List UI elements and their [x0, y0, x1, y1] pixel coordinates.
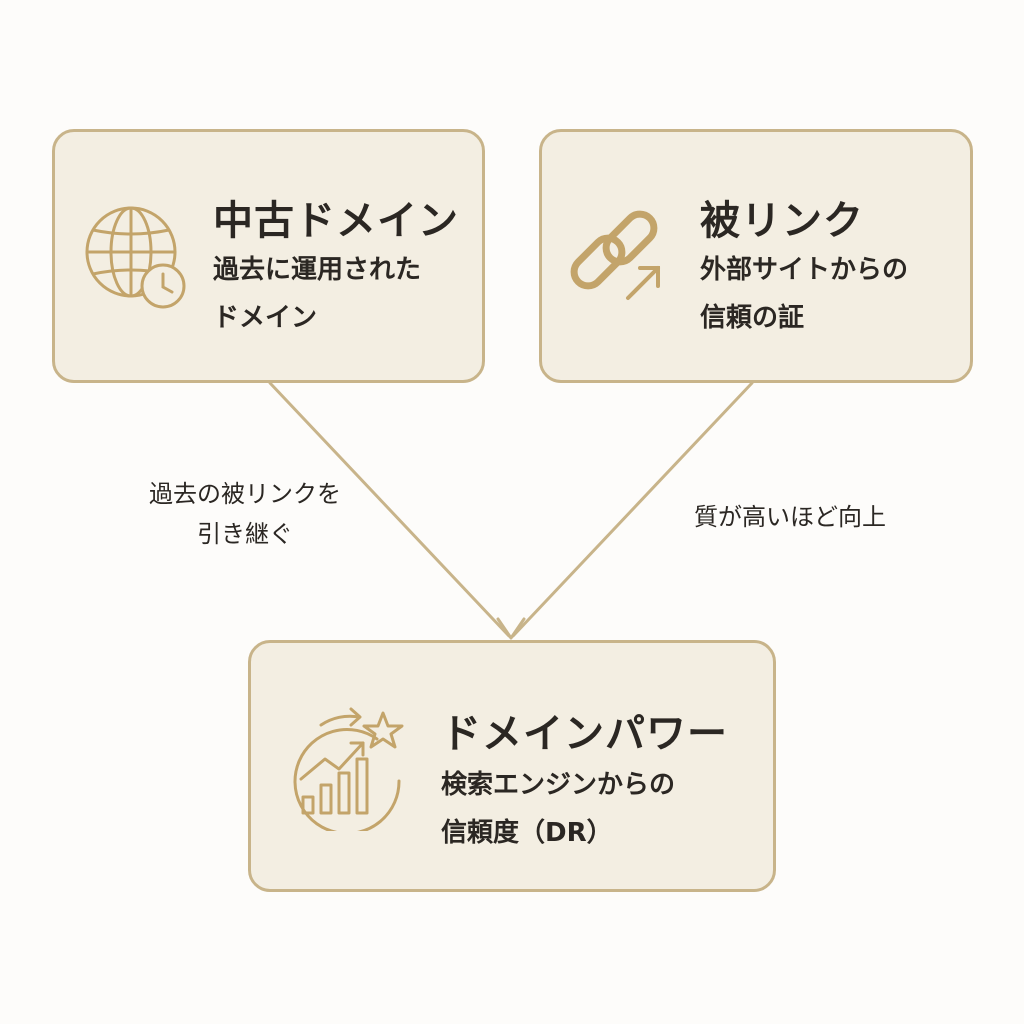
connector-left: [268, 381, 511, 638]
used-domain-description: 過去に運用された ドメイン: [213, 255, 422, 333]
chain-link-arrow-icon: [568, 204, 672, 308]
used-domain-title: 中古ドメイン: [213, 198, 459, 244]
growth-chart-star-icon: [281, 701, 411, 835]
connector-right: [511, 381, 754, 638]
domain-power-card: ドメインパワー 検索エンジンからの 信頼度（DR）: [248, 640, 776, 892]
backlinks-description: 外部サイトからの 信頼の証: [700, 255, 909, 333]
backlinks-card: 被リンク 外部サイトからの 信頼の証: [539, 129, 973, 383]
edge-label-inherit-backlinks: 過去の被リンクを 引き継ぐ: [149, 480, 341, 548]
backlinks-title: 被リンク: [700, 198, 864, 244]
domain-power-title: ドメインパワー: [441, 711, 728, 757]
edge-label-quality-improves: 質が高いほど向上: [694, 503, 886, 531]
domain-power-description: 検索エンジンからの 信頼度（DR）: [441, 770, 676, 848]
globe-clock-icon: [83, 204, 189, 310]
arrowhead-icon: [496, 617, 526, 640]
used-domain-card: 中古ドメイン 過去に運用された ドメイン: [52, 129, 485, 383]
